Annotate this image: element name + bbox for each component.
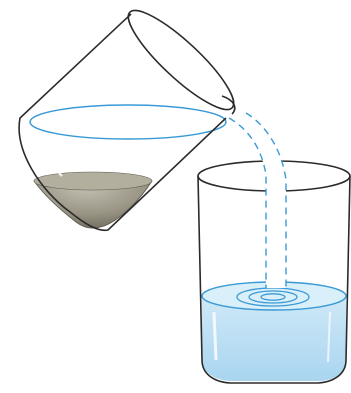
pouring-beaker-rim (118, 0, 245, 121)
pouring-water-surface (30, 105, 226, 139)
pouring-beaker (19, 0, 244, 230)
water-stream (229, 113, 286, 288)
sediment-surface (34, 172, 152, 190)
glass-highlight (38, 132, 62, 176)
glass-highlight (214, 312, 216, 360)
